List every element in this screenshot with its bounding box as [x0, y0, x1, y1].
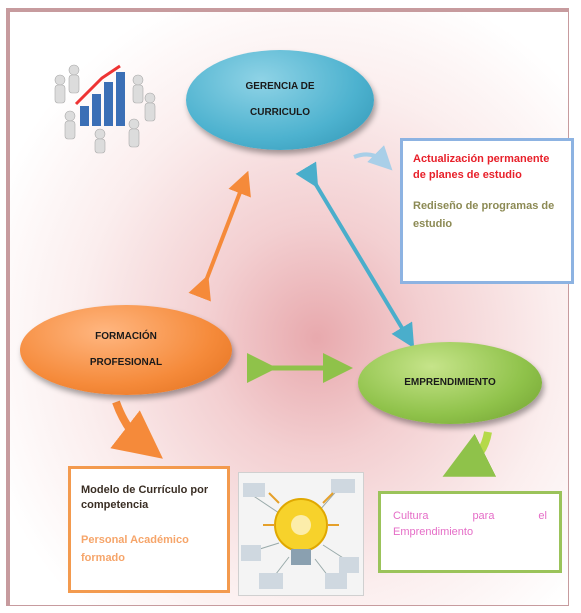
idea-lightbulb-illustration: [238, 472, 364, 596]
gerencia-line1: GERENCIA DE: [245, 81, 315, 92]
node-formacion-profesional: FORMACIÓN PROFESIONAL: [20, 305, 232, 395]
formacion-line1: FORMACIÓN: [95, 331, 157, 342]
box-blue-red-text: Actualización permanente de planes de es…: [413, 153, 550, 181]
arrow-emprendimiento-to-box: [442, 431, 497, 477]
arrow-formacion-to-box: [110, 400, 163, 459]
node-gerencia-curriculo: GERENCIA DE CURRICULO: [186, 50, 374, 150]
box-orange-dark-text: Modelo de Currículo por competencia: [81, 484, 209, 511]
arrow-gerencia-to-box: [353, 145, 393, 171]
emprendimiento-label: EMPRENDIMIENTO: [404, 377, 496, 388]
formacion-line2: PROFESIONAL: [89, 357, 163, 368]
box-cultura-emprendimiento: Cultura para el Emprendimiento: [378, 491, 562, 573]
arrow-formacion-gerencia: [188, 170, 251, 302]
box-orange-peach-text: Personal Académico formado: [81, 534, 189, 564]
box-blue-olive-text: Rediseño de programas de estudio: [413, 200, 555, 230]
gerencia-line2: CURRICULO: [250, 107, 310, 118]
box-green-pink-text: Cultura para el Emprendimiento: [393, 510, 547, 538]
node-emprendimiento: EMPRENDIMIENTO: [358, 342, 542, 424]
business-people-chart-icon: [54, 64, 156, 154]
box-planes-estudio: Actualización permanente de planes de es…: [400, 138, 574, 284]
box-modelo-curriculo: Modelo de Currículo por competencia Pers…: [68, 466, 230, 593]
arrow-gerencia-emprendimiento: [295, 161, 415, 349]
